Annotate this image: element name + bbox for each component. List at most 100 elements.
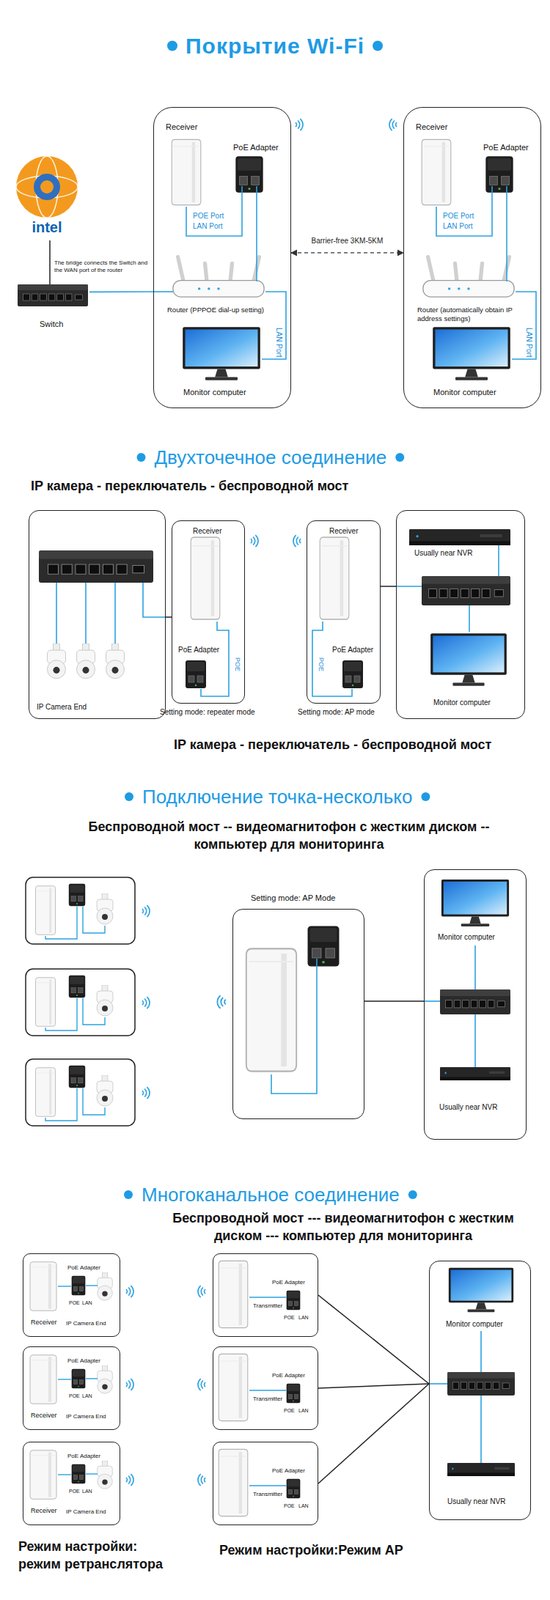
drawing-part — [35, 1068, 56, 1118]
drawing-part — [441, 880, 509, 927]
section-heading: Подключение точка-несколько — [142, 785, 413, 809]
section-subtitle: intel — [24, 218, 69, 237]
drawing-part — [218, 1449, 248, 1517]
wifi-icon — [295, 119, 303, 131]
drawing-part — [217, 996, 226, 1010]
node-label: Setting mode: AP Mode — [250, 893, 336, 904]
drawing-part — [312, 621, 352, 697]
drawing-part — [423, 946, 476, 1068]
node-label: PoE Adapter — [483, 143, 529, 153]
node-label: Router (PPPOE dial-up setting) — [167, 305, 264, 315]
drawing-part — [143, 583, 166, 618]
drawing-part — [71, 1369, 86, 1390]
node-label: POE — [283, 1408, 295, 1415]
wifi-icon — [293, 536, 301, 548]
drawing-part — [30, 1355, 57, 1406]
transmitter-box: PoE AdapterTransmitterPOELAN — [212, 1347, 319, 1431]
drawing-part — [342, 660, 363, 689]
node-label: Usually near NVR — [414, 549, 473, 559]
drawing-part — [16, 156, 78, 218]
drawing-part — [56, 583, 166, 644]
node-label: POE — [68, 1393, 80, 1400]
drawing-part — [30, 1451, 57, 1501]
drawing-part — [35, 978, 56, 1028]
node-label: POE — [283, 1314, 295, 1322]
drawing-part — [85, 1474, 98, 1475]
camera-end-art — [38, 550, 166, 680]
drawing-part — [396, 585, 422, 588]
drawing-part — [185, 660, 207, 689]
heading-dot — [124, 792, 134, 802]
drawing-part — [218, 1261, 248, 1329]
drawing-part — [286, 1479, 301, 1500]
monitoring-art — [396, 529, 511, 687]
node-label: IP Camera End — [66, 1320, 107, 1329]
node-label: Transmitter — [253, 1303, 283, 1311]
node-label: POE — [233, 657, 242, 672]
ap-art — [217, 926, 339, 1095]
drawing-part — [396, 545, 499, 633]
drawing-part — [409, 529, 511, 546]
drawing-part — [126, 1380, 134, 1392]
node-label: LAN — [298, 1408, 309, 1415]
connector-line — [380, 585, 396, 588]
drawing-part — [142, 906, 150, 918]
drawing-part — [47, 643, 66, 680]
monitoring-box: Monitor computerUsually near NVR — [423, 869, 527, 1141]
drawing-part — [286, 1384, 301, 1405]
connector-line — [364, 1001, 424, 1003]
drawing-part — [249, 1485, 286, 1487]
drawing-part — [33, 173, 61, 201]
connector-line — [318, 1384, 429, 1389]
edge-label: Barrier-free 3KM-5KM — [310, 236, 385, 246]
drawing-part — [45, 907, 77, 940]
note-label: Setting mode: repeater mode — [159, 708, 256, 718]
node-label: POE — [68, 1488, 80, 1496]
node-label: LAN Port — [442, 222, 473, 231]
drawing-part — [30, 1262, 57, 1312]
node-label: IP Camera End — [66, 1509, 107, 1517]
node-label: Monitor computer — [445, 1320, 504, 1330]
globe-icon — [16, 156, 78, 218]
heading-dot — [372, 41, 383, 52]
drawing-part — [218, 1354, 248, 1422]
section-subtitle: Режим настройки: режим ретранслятора — [18, 1538, 174, 1574]
drawing-part — [77, 643, 96, 680]
drawing-part — [85, 1285, 98, 1287]
node-label: LAN — [298, 1503, 309, 1510]
drawing-part — [447, 1372, 515, 1397]
drawing-part — [82, 1089, 105, 1116]
drawing-part — [45, 1089, 77, 1122]
drawing-part — [97, 1461, 113, 1490]
receiver-station-box: PoE AdapterPOELANReceiverIP Camera End — [22, 1254, 121, 1338]
uplink-wire — [49, 240, 51, 285]
monitoring-art — [423, 880, 511, 1081]
section-subtitle: IP камера - переключатель - беспроводной… — [173, 737, 492, 754]
drawing-part — [38, 550, 154, 583]
section-subtitle: Беспроводной мост -- видеомагнитофон с ж… — [54, 818, 524, 854]
section-subtitle: Режим настройки:Режим AP — [219, 1542, 404, 1560]
drawing-part — [97, 1273, 113, 1301]
node-label: Router (automatically obtain IP address … — [417, 305, 535, 324]
node-label: PoE Adapter — [178, 646, 220, 655]
drawing-part — [96, 985, 113, 1017]
receiver-art — [185, 537, 363, 697]
drawing-part — [246, 948, 297, 1072]
network-panel: ReceiverPoE AdapterPOE PortLAN PortRoute… — [153, 107, 292, 409]
transmitter-box: PoE AdapterTransmitterPOELAN — [212, 1254, 319, 1338]
drawing-part — [114, 583, 116, 644]
node-label: Transmitter — [253, 1396, 283, 1404]
node-label: PoE Adapter — [67, 1453, 101, 1461]
connector-line — [89, 291, 154, 293]
connector-line — [318, 1384, 429, 1485]
drawing-part — [96, 893, 113, 925]
switch-device: Switch — [14, 283, 90, 332]
access-point-box: Setting mode: AP Mode — [232, 909, 365, 1120]
panel-art — [171, 139, 286, 380]
node-label: Receiver — [329, 527, 358, 537]
drawing-part — [55, 583, 58, 644]
node-label: Usually near NVR — [447, 1498, 506, 1507]
drawing-part — [71, 1465, 86, 1485]
heading-dot — [395, 453, 405, 462]
node-label: Receiver — [30, 1319, 58, 1328]
